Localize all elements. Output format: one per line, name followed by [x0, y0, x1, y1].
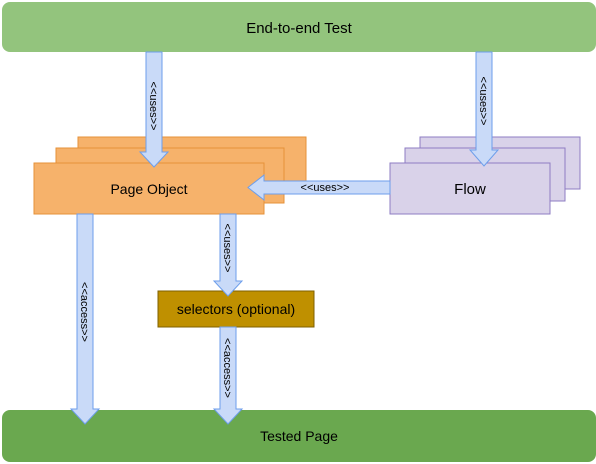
selectors-to-tested-page-access-label: <<access>>	[221, 338, 233, 398]
flow-to-page-object-uses-label: <<uses>>	[301, 182, 350, 194]
edge-flow-to-page-object: <<uses>>	[247, 173, 391, 202]
arrow-flow-to-page-object	[247, 173, 391, 202]
node-page-object: Page Object	[33, 136, 307, 215]
edge-page-object-to-tested-page: <<access>>	[69, 213, 101, 425]
tested-page-label: Tested Page	[260, 428, 338, 444]
node-tested-page: Tested Page	[2, 410, 596, 462]
selectors-box	[157, 290, 315, 328]
edge-page-object-to-selectors: <<uses>>	[212, 213, 244, 297]
tested-page-box	[2, 410, 596, 462]
arrow-page-object-to-selectors	[212, 213, 244, 297]
flow-label: Flow	[454, 181, 486, 198]
page-object-label: Page Object	[110, 181, 187, 197]
node-selectors: selectors (optional)	[157, 290, 315, 328]
edge-test-to-page-object: <<uses>>	[138, 51, 170, 168]
page-object-to-selectors-uses-label: <<uses>>	[221, 224, 233, 273]
test-to-flow-uses-label: <<uses>>	[477, 77, 489, 126]
test-to-page-object-uses-label: <<uses>>	[147, 82, 159, 131]
end-to-end-test-box	[2, 2, 596, 52]
node-end-to-end-test: End-to-end Test	[2, 2, 596, 52]
arrow-test-to-page-object	[138, 51, 170, 168]
edge-selectors-to-tested-page: <<access>>	[212, 326, 244, 425]
arrow-test-to-flow	[468, 51, 500, 167]
flow-box	[389, 162, 551, 215]
edge-test-to-flow: <<uses>>	[468, 51, 500, 167]
arrow-selectors-to-tested-page	[212, 326, 244, 425]
node-flow: Flow	[389, 136, 581, 215]
end-to-end-test-label: End-to-end Test	[246, 20, 352, 37]
page-object-to-tested-page-access-label: <<access>>	[78, 282, 90, 342]
selectors-label: selectors (optional)	[177, 301, 295, 317]
arrow-page-object-to-tested-page	[69, 213, 101, 425]
page-object-box	[33, 162, 265, 215]
